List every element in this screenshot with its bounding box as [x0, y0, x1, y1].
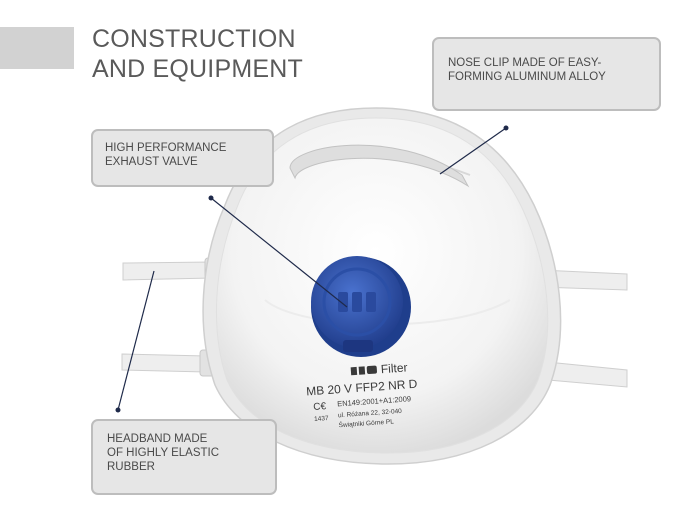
exhaust-valve [311, 256, 411, 357]
callout-headband-line-2: OF HIGHLY ELASTIC [107, 447, 220, 459]
valve-leader-dot [208, 195, 214, 201]
page-title: CONSTRUCTION AND EQUIPMENT [92, 24, 303, 84]
callout-nose-clip: NOSE CLIP MADE OF EASY- FORMING ALUMINUM… [432, 37, 661, 111]
headband-leader-dot [115, 407, 121, 413]
ce-mark: C€ [313, 401, 327, 413]
leader-lines [115, 125, 509, 413]
callout-exhaust-valve-line-2: EXHAUST VALVE [105, 156, 198, 168]
nose-clip-leader-dot [503, 125, 509, 131]
mask-brand-text: Filter [380, 360, 408, 376]
corner-accent-block [0, 27, 74, 69]
nose-clip [289, 144, 470, 188]
headband-leader-line [117, 270, 155, 411]
valve-leader-line [210, 197, 348, 308]
mask-address-text: ul. Różana 22, 32-040 [338, 408, 403, 419]
callout-exhaust-valve: HIGH PERFORMANCE EXHAUST VALVE [91, 129, 274, 187]
callout-nose-clip-line-1: NOSE CLIP MADE OF EASY- [448, 57, 602, 69]
mask-code-text: 1437 [314, 415, 329, 423]
brand-logo-icon [350, 365, 377, 376]
page-title-line-2: AND EQUIPMENT [92, 55, 303, 83]
callout-headband: HEADBAND MADE OF HIGHLY ELASTIC RUBBER [91, 419, 277, 495]
page-title-line-1: CONSTRUCTION [92, 25, 296, 53]
callout-headband-line-1: HEADBAND MADE [107, 433, 208, 445]
callout-nose-clip-line-2: FORMING ALUMINUM ALLOY [448, 71, 606, 83]
callout-headband-line-3: RUBBER [107, 461, 155, 473]
callout-exhaust-valve-line-1: HIGH PERFORMANCE [105, 142, 227, 154]
nose-clip-leader-line [439, 127, 507, 175]
